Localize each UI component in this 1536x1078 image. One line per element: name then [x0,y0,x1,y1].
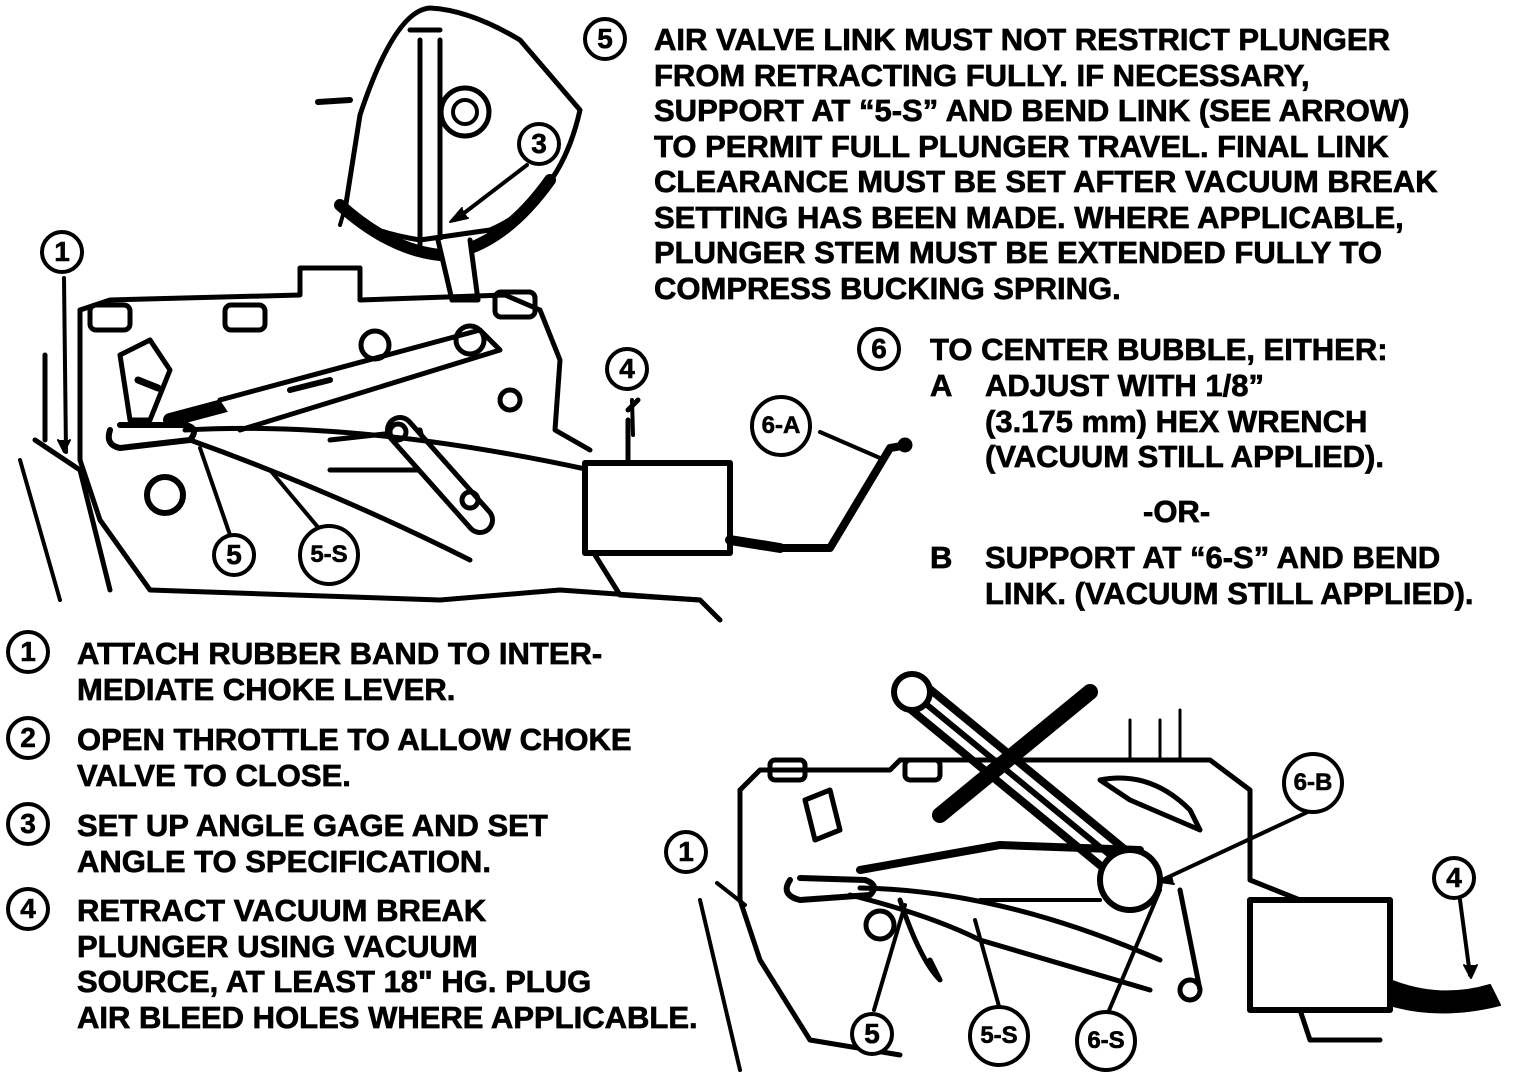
step-4-text: RETRACT VACUUM BREAK PLUNGER USING VACUU… [77,893,698,1035]
bottom-carb-body [698,708,1303,1072]
step-2-line: VALVE TO CLOSE. [77,757,352,793]
bottom-vacuum-break [1247,897,1501,1043]
step-3-text: SET UP ANGLE GAGE AND SET ANGLE TO SPECI… [77,808,549,879]
step-2-text: OPEN THROTTLE TO ALLOW CHOKE VALVE TO CL… [77,722,632,793]
callout-1-bottom: 1 [664,830,708,874]
step-6-number: 6 [857,327,901,371]
step-6-option-a-letter: A [930,368,953,404]
callout-5s-bottom: 5-S [968,1005,1030,1067]
step-6-option-b-letter: B [930,540,953,576]
bottom-linkage [783,775,1203,1003]
step-6-option-a-line: ADJUST WITH 1/8” [985,368,1265,404]
callout-4-bottom: 4 [1432,856,1476,900]
step-6-option-a-line: (3.175 mm) HEX WRENCH [985,403,1368,439]
step-5-line: AIR VALVE LINK MUST NOT RESTRICT PLUNGER [654,22,1391,58]
callout-5s-top: 5-S [298,524,360,586]
callout-3-top: 3 [517,122,561,166]
step-1-number: 1 [6,630,50,674]
step-1-line: MEDIATE CHOKE LEVER. [77,671,456,707]
step-6-heading: TO CENTER BUBBLE, EITHER: [930,332,1388,368]
step-6-option-b-line: LINK. (VACUUM STILL APPLIED). [985,575,1474,611]
step-3-number: 3 [6,802,50,846]
step-4-line: RETRACT VACUUM BREAK [77,893,487,929]
callout-4-top: 4 [605,347,649,391]
step-6-or-label: -OR- [1143,494,1211,530]
step-4-line: SOURCE, AT LEAST 18" HG. PLUG [77,964,592,1000]
step-5-number: 5 [583,17,627,61]
step-5-text: AIR VALVE LINK MUST NOT RESTRICT PLUNGER… [654,22,1438,306]
step-1-text: ATTACH RUBBER BAND TO INTER- MEDIATE CHO… [77,636,603,707]
step-5-line: PLUNGER STEM MUST BE EXTENDED FULLY TO [654,235,1383,271]
top-vacuum-break [582,397,913,603]
callout-6b-bottom: 6-B [1282,752,1344,814]
step-6-option-a-line: (VACUUM STILL APPLIED). [985,439,1385,475]
step-6-option-a-text: ADJUST WITH 1/8” (3.175 mm) HEX WRENCH (… [985,368,1385,475]
step-5-line: COMPRESS BUCKING SPRING. [654,270,1121,306]
callout-5-top: 5 [212,533,256,577]
callout-1-top: 1 [40,230,84,274]
step-5-line: CLEARANCE MUST BE SET AFTER VACUUM BREAK [654,164,1438,200]
step-6-option-b-text: SUPPORT AT “6-S” AND BEND LINK. (VACUUM … [985,540,1474,611]
step-5-line: SUPPORT AT “5-S” AND BEND LINK (SEE ARRO… [654,93,1410,129]
callout-5-bottom: 5 [850,1012,894,1056]
step-4-line: PLUNGER USING VACUUM [77,928,478,964]
step-3-line: ANGLE TO SPECIFICATION. [77,843,492,879]
step-4-number: 4 [6,887,50,931]
top-linkage [105,323,593,563]
callout-6a-top: 6-A [750,395,812,457]
step-6-option-b-line: SUPPORT AT “6-S” AND BEND [985,540,1441,576]
step-1-line: ATTACH RUBBER BAND TO INTER- [77,636,603,672]
step-5-line: SETTING HAS BEEN MADE. WHERE APPLICABLE, [654,199,1404,235]
step-3-line: SET UP ANGLE GAGE AND SET [77,808,549,844]
step-2-number: 2 [6,716,50,760]
step-5-line: FROM RETRACTING FULLY. IF NECESSARY, [654,57,1310,93]
step-4-line: AIR BLEED HOLES WHERE APPLICABLE. [77,999,698,1035]
step-5-line: TO PERMIT FULL PLUNGER TRAVEL. FINAL LIN… [654,128,1390,164]
callout-6s-bottom: 6-S [1075,1010,1137,1072]
step-2-line: OPEN THROTTLE TO ALLOW CHOKE [77,722,632,758]
